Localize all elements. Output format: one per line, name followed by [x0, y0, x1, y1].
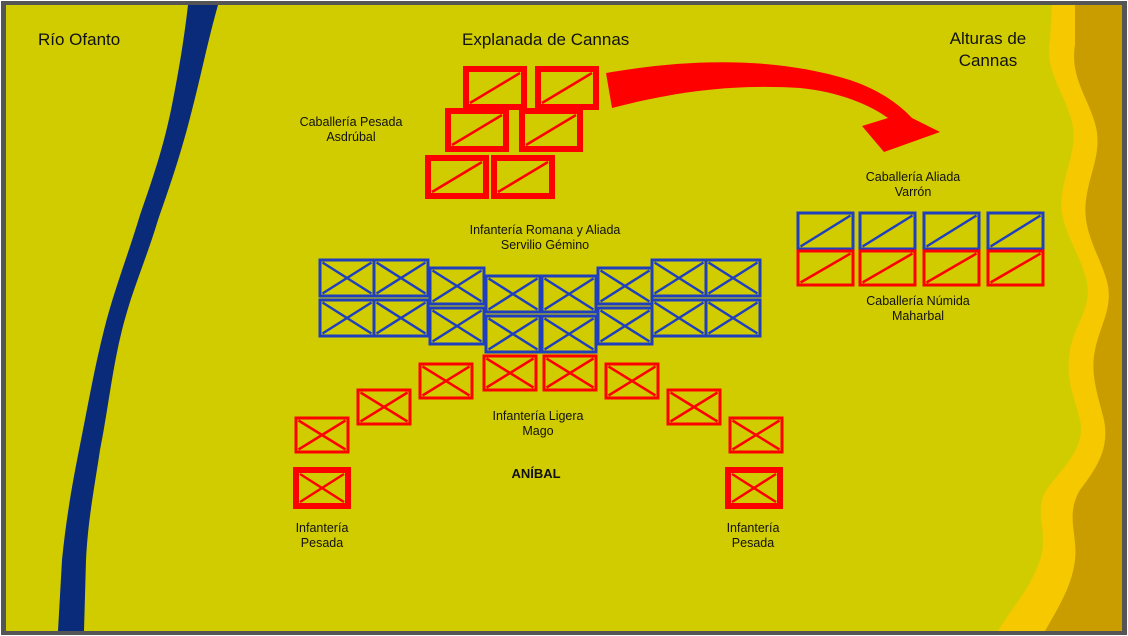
roman-infantry-label-line2: Servilio Gémino: [500, 238, 590, 252]
infantry-unit-roman: [372, 298, 430, 338]
hills-dark: [1045, 5, 1122, 631]
hills-light: [998, 5, 1122, 631]
cavalry-unit-hasdrubal: [519, 108, 583, 152]
heavy-infantry-left-label-line2: Pesada: [300, 536, 344, 550]
varro-label-line2: Varrón: [894, 185, 932, 199]
cavalry-unit-hasdrubal: [491, 155, 555, 199]
heavy-infantry-left-label: Infantería Pesada: [282, 521, 362, 551]
infantry-unit-light: [728, 416, 784, 454]
cavalry-unit-hasdrubal: [463, 66, 527, 110]
light-infantry-label-line1: Infantería Ligera: [492, 409, 584, 423]
units-layer: [293, 66, 1045, 509]
plain-label: Explanada de Cannas: [462, 30, 630, 49]
heavy-infantry-right-label-line1: Infantería: [726, 521, 780, 535]
hasdrubal-label-line2: Asdrúbal: [326, 130, 376, 144]
cavalry-unit-varro: [986, 211, 1045, 251]
river-ofanto: [58, 5, 218, 631]
roman-infantry-label: Infantería Romana y Aliada Servilio Gémi…: [425, 223, 665, 253]
infantry-unit-light: [294, 416, 350, 454]
cavalry-unit-numidian: [986, 249, 1045, 287]
cavalry-unit-numidian: [922, 249, 981, 287]
heavy-infantry-right-label: Infantería Pesada: [713, 521, 793, 551]
infantry-unit-roman: [372, 258, 430, 298]
varro-label-line1: Caballería Aliada: [865, 170, 961, 184]
infantry-unit-roman: [484, 314, 542, 354]
infantry-unit-light: [542, 354, 598, 392]
cavalry-unit-varro: [858, 211, 917, 251]
cavalry-unit-hasdrubal: [425, 155, 489, 199]
infantry-unit-light: [666, 388, 722, 426]
river-label: Río Ofanto: [38, 30, 121, 49]
infantry-unit-light: [482, 354, 538, 392]
light-infantry-label: Infantería Ligera Mago: [473, 409, 603, 439]
infantry-unit-roman: [540, 274, 598, 314]
infantry-unit-roman: [704, 298, 762, 338]
infantry-unit-roman: [704, 258, 762, 298]
heavy-infantry-left-label-line1: Infantería: [295, 521, 349, 535]
hasdrubal-label: Caballería Pesada Asdrúbal: [276, 115, 426, 145]
infantry-unit-light: [418, 362, 474, 400]
hasdrubal-label-line1: Caballería Pesada: [299, 115, 403, 129]
cavalry-unit-numidian: [858, 249, 917, 287]
hannibal-label: ANÍBAL: [511, 466, 561, 481]
infantry-unit-roman: [428, 306, 486, 346]
infantry-unit-roman: [484, 274, 542, 314]
infantry-unit-light: [356, 388, 412, 426]
cavalry-unit-numidian: [796, 249, 855, 287]
cavalry-unit-varro: [922, 211, 981, 251]
maneuver-arrow: [606, 62, 940, 152]
cavalry-unit-hasdrubal: [445, 108, 509, 152]
infantry-unit-light: [604, 362, 660, 400]
light-infantry-label-line2: Mago: [522, 424, 554, 438]
cavalry-unit-hasdrubal: [535, 66, 599, 110]
roman-infantry-label-line1: Infantería Romana y Aliada: [469, 223, 621, 237]
numidian-label: Caballería Númida Maharbal: [843, 294, 993, 324]
infantry-unit-heavy-right: [725, 467, 783, 509]
varro-label: Caballería Aliada Varrón: [838, 170, 988, 200]
infantry-unit-roman: [428, 266, 486, 306]
heights-label: Alturas de Cannas: [932, 28, 1044, 72]
numidian-label-line2: Maharbal: [891, 309, 945, 323]
heights-label-line2: Cannas: [958, 50, 1018, 70]
cavalry-unit-varro: [796, 211, 855, 251]
heavy-infantry-right-label-line2: Pesada: [731, 536, 775, 550]
heights-label-line1: Alturas de: [949, 29, 1027, 48]
infantry-unit-roman: [540, 314, 598, 354]
infantry-unit-heavy-left: [293, 467, 351, 509]
numidian-label-line1: Caballería Númida: [866, 294, 970, 308]
